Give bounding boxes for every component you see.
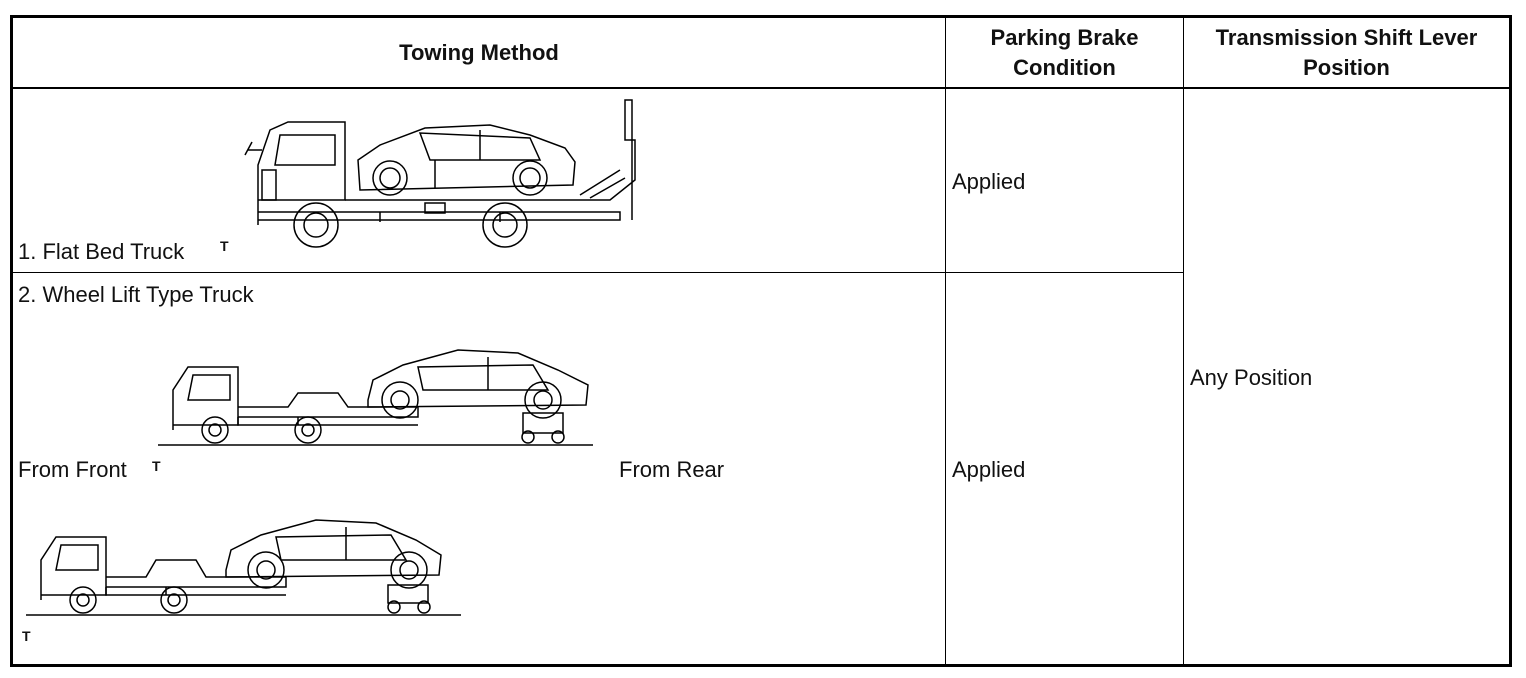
header-divider (10, 87, 1512, 89)
column-divider-1 (945, 15, 946, 667)
shift-lever-position: Any Position (1190, 365, 1313, 390)
t-mark-from-front: T (152, 458, 161, 474)
row-divider (10, 272, 1184, 273)
header-shift-lever: Transmission Shift Lever Position (1215, 24, 1478, 80)
t-mark-flatbed: T (220, 238, 229, 254)
brake-condition-flatbed: Applied (952, 169, 1026, 194)
header-towing-method: Towing Method (399, 39, 559, 65)
from-front-label: From Front (18, 457, 127, 482)
column-divider-2 (1183, 15, 1184, 667)
towing-table (10, 15, 1512, 667)
flat-bed-truck-illustration (240, 100, 640, 250)
wheel-lift-front-illustration (158, 345, 598, 450)
from-rear-label: From Rear (619, 457, 725, 482)
wheel-lift-rear-illustration (26, 515, 466, 620)
brake-condition-wheel-lift: Applied (952, 457, 1026, 482)
wheel-lift-truck-label: 2. Wheel Lift Type Truck (18, 282, 254, 307)
flat-bed-truck-label: 1. Flat Bed Truck (18, 239, 185, 264)
t-mark-from-rear: T (22, 628, 31, 644)
header-parking-brake: Parking Brake Condition (990, 24, 1139, 80)
